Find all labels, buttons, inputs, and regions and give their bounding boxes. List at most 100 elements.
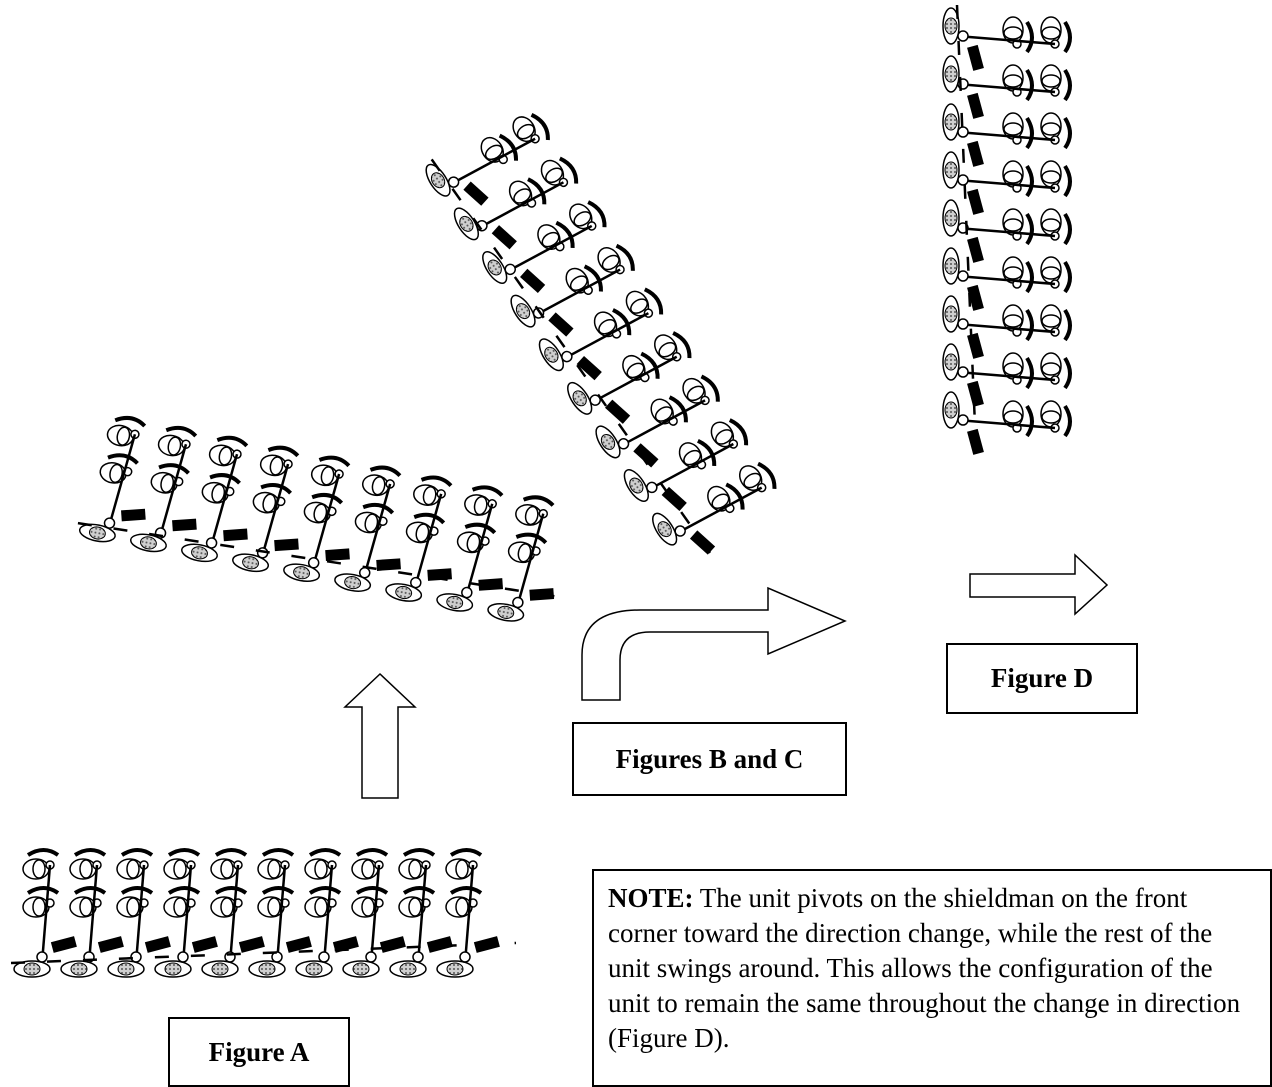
helmet-crest bbox=[527, 177, 547, 205]
helmet-crest bbox=[1025, 308, 1034, 342]
soldier-file bbox=[283, 455, 351, 582]
soldier-file bbox=[60, 848, 124, 978]
weapon-block bbox=[967, 92, 984, 119]
soldier-file bbox=[942, 343, 1072, 407]
soldier-file bbox=[389, 848, 453, 978]
shield-icon bbox=[459, 215, 474, 232]
right-arrow-icon bbox=[969, 553, 1109, 616]
shield-icon bbox=[944, 65, 958, 83]
helmet-crest bbox=[515, 532, 548, 545]
front-line bbox=[955, 4, 979, 473]
helmet-crest bbox=[260, 483, 293, 495]
shield-icon bbox=[399, 962, 417, 976]
weapon-block bbox=[604, 399, 631, 424]
spear-line bbox=[617, 399, 706, 449]
helmet-crest bbox=[1063, 116, 1072, 150]
soldier-file bbox=[295, 848, 359, 978]
helmet-crest bbox=[1063, 404, 1072, 438]
weapon-block bbox=[50, 936, 77, 953]
helmet-crest bbox=[1025, 404, 1034, 438]
spear-line bbox=[956, 322, 1056, 334]
helmet-crest bbox=[583, 264, 603, 292]
spear-line bbox=[956, 226, 1056, 238]
spear-line bbox=[532, 268, 621, 318]
helmet-crest bbox=[73, 886, 107, 895]
soldier-file bbox=[567, 331, 692, 424]
helmet-crest bbox=[728, 418, 749, 446]
helmet-crest bbox=[498, 133, 518, 161]
weapon-block bbox=[426, 936, 453, 953]
soldier-file bbox=[510, 243, 635, 337]
weapon-block bbox=[576, 355, 602, 381]
weapon-block bbox=[376, 558, 401, 571]
helmet-crest bbox=[216, 435, 249, 448]
spear-line bbox=[275, 864, 287, 964]
figure-a-formation bbox=[10, 848, 517, 978]
helmet-crest bbox=[165, 425, 198, 438]
weapon-block bbox=[548, 312, 574, 337]
helmet-crest bbox=[26, 848, 60, 857]
spear-line bbox=[463, 864, 475, 964]
soldier-file bbox=[154, 848, 218, 978]
helmet-crest bbox=[696, 438, 717, 467]
soldier-file bbox=[334, 465, 402, 592]
helmet-crest bbox=[362, 502, 395, 515]
soldier-file bbox=[181, 435, 249, 563]
helmet-crest bbox=[471, 485, 504, 497]
helmet-crest bbox=[120, 886, 154, 895]
shield-icon bbox=[657, 521, 672, 538]
shield-icon bbox=[944, 401, 958, 419]
spear-line bbox=[447, 137, 536, 187]
helmet-crest bbox=[1025, 68, 1034, 102]
helmet-crest bbox=[261, 848, 295, 857]
weapon-block bbox=[967, 44, 984, 71]
helmet-crest bbox=[167, 848, 201, 857]
helmet-crest bbox=[1063, 356, 1072, 390]
weapon-block bbox=[332, 936, 359, 953]
soldier-file bbox=[201, 848, 265, 978]
helmet-crest bbox=[1063, 164, 1072, 198]
spear-line bbox=[413, 493, 443, 589]
shield-icon bbox=[88, 526, 106, 540]
helmet-crest bbox=[1025, 260, 1034, 294]
figure-c-formation bbox=[425, 113, 777, 572]
shield-icon bbox=[629, 477, 644, 494]
helmet-crest bbox=[725, 482, 745, 510]
helmet-crest bbox=[668, 395, 688, 423]
weapon-block bbox=[633, 443, 659, 468]
weapon-block bbox=[967, 188, 984, 215]
shield-icon bbox=[944, 305, 958, 323]
spear-line bbox=[956, 418, 1056, 430]
helmet-crest bbox=[464, 522, 497, 535]
helmet-crest bbox=[558, 156, 579, 184]
soldier-file bbox=[623, 418, 749, 512]
note-box: NOTE: The unit pivots on the shieldman o… bbox=[592, 869, 1272, 1087]
helmet-crest bbox=[530, 113, 550, 141]
weapon-block bbox=[967, 236, 984, 263]
helmet-crest bbox=[1063, 68, 1072, 102]
spear-line bbox=[87, 864, 99, 964]
spear-line bbox=[362, 483, 392, 579]
shield-icon bbox=[352, 962, 370, 976]
spear-line bbox=[956, 274, 1056, 286]
weapon-block bbox=[172, 518, 197, 532]
helmet-crest bbox=[355, 848, 389, 857]
helmet-crest bbox=[1063, 308, 1072, 342]
spear-line bbox=[228, 864, 240, 964]
helmet-crest bbox=[640, 351, 660, 379]
figure-a-text: Figure A bbox=[208, 1036, 310, 1067]
shield-icon bbox=[395, 585, 413, 600]
figures-b-c-text: Figures B and C bbox=[615, 743, 804, 774]
weapon-block bbox=[191, 936, 218, 953]
weapon-block bbox=[427, 568, 452, 581]
shield-icon bbox=[497, 605, 515, 619]
weapon-block bbox=[967, 140, 984, 167]
helmet-crest bbox=[1025, 20, 1034, 54]
shield-icon bbox=[572, 390, 587, 407]
spear-line bbox=[504, 224, 593, 274]
figure-d-label: Figure D bbox=[946, 643, 1138, 714]
figure-a-label: Figure A bbox=[168, 1017, 350, 1087]
soldier-file bbox=[942, 295, 1072, 359]
soldier-file bbox=[942, 55, 1072, 119]
helmet-crest bbox=[1025, 356, 1034, 390]
